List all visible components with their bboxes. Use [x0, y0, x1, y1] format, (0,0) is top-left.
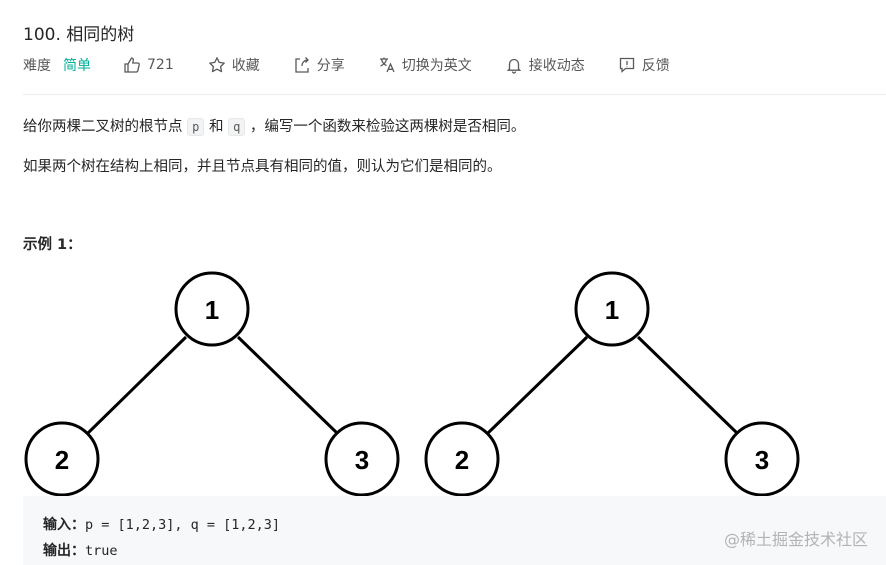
example-trees-figure: 1 2 3 1 2 3	[24, 271, 800, 497]
tree-node-right	[724, 421, 800, 497]
feedback-button[interactable]: 反馈	[618, 55, 670, 75]
example-output-line: 输出：true	[43, 540, 118, 560]
tree-node-label: 2	[455, 445, 469, 475]
example-code-block: 输入：p = [1,2,3], q = [1,2,3] 输出：true	[23, 496, 886, 565]
tree-edge	[236, 335, 339, 435]
like-button[interactable]: 721	[123, 56, 174, 74]
feedback-icon	[618, 56, 636, 74]
watermark: @稀土掘金技术社区	[723, 530, 868, 549]
tree-node-right	[324, 421, 400, 497]
tree-edge	[636, 335, 739, 435]
difficulty-badge: 简单	[63, 58, 91, 74]
thumbs-up-icon	[123, 56, 141, 74]
inline-code-p: p	[187, 118, 205, 136]
output-label: 输出：	[43, 543, 85, 559]
description-paragraph-2: 如果两个树在结构上相同，并且节点具有相同的值，则认为它们是相同的。	[23, 159, 502, 175]
tree-edge	[486, 335, 589, 435]
share-label: 分享	[316, 58, 345, 74]
notify-label: 接收动态	[528, 58, 585, 74]
share-icon	[293, 56, 311, 74]
input-value: p = [1,2,3], q = [1,2,3]	[85, 517, 281, 533]
input-label: 输入：	[43, 517, 85, 533]
tree-node-left	[24, 421, 100, 497]
tree-q: 1 2 3	[424, 271, 800, 497]
collect-button[interactable]: 收藏	[208, 55, 260, 75]
description-paragraph-1: 给你两棵二叉树的根节点 p 和 q ，编写一个函数来检验这两棵树是否相同。	[23, 118, 526, 136]
tree-p: 1 2 3	[24, 271, 400, 497]
tree-node-left	[424, 421, 500, 497]
difficulty: 难度 简单	[23, 55, 91, 75]
tree-node-root	[174, 271, 250, 347]
tree-node-label: 3	[755, 445, 769, 475]
translate-button[interactable]: 切换为英文	[378, 55, 472, 75]
problem-title: 100. 相同的树	[23, 25, 135, 45]
tree-node-root	[574, 271, 650, 347]
inline-code-q: q	[228, 118, 246, 136]
example-input-line: 输入：p = [1,2,3], q = [1,2,3]	[43, 514, 280, 534]
output-value: true	[85, 543, 118, 559]
header-divider	[23, 94, 886, 95]
problem-meta-bar: 难度 简单 721 收藏 分享	[23, 55, 670, 75]
share-button[interactable]: 分享	[293, 55, 345, 75]
translate-label: 切换为英文	[401, 58, 472, 74]
tree-node-label: 3	[355, 445, 369, 475]
notify-button[interactable]: 接收动态	[505, 55, 585, 75]
like-count: 721	[147, 57, 174, 73]
example-title: 示例 1：	[23, 237, 82, 253]
tree-node-label: 2	[55, 445, 69, 475]
difficulty-label: 难度	[23, 58, 51, 74]
tree-edge	[86, 335, 188, 435]
collect-label: 收藏	[231, 58, 260, 74]
tree-node-label: 1	[205, 295, 219, 325]
feedback-label: 反馈	[641, 58, 670, 74]
tree-node-label: 1	[605, 295, 619, 325]
translate-icon	[378, 56, 396, 74]
star-icon	[208, 56, 226, 74]
bell-icon	[505, 56, 523, 74]
